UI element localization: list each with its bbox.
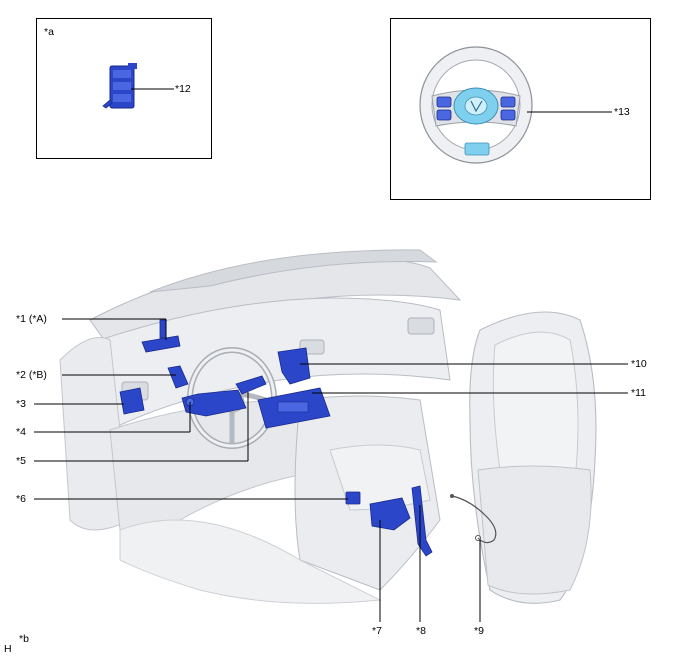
component-3 [119, 387, 145, 415]
component-9-cable [450, 494, 497, 544]
callout-1-label: *1 (*A) [16, 313, 47, 325]
callout-7-label: *7 [372, 625, 382, 637]
callout-9-label: *9 [474, 625, 484, 637]
footer-tag: *b [19, 633, 29, 645]
callout-8-label: *8 [416, 625, 426, 637]
footer-code: H [4, 643, 12, 655]
component-10 [277, 347, 311, 385]
component-6 [345, 491, 361, 505]
component-2 [167, 365, 189, 389]
control-unit-12 [102, 63, 137, 109]
component-11 [257, 387, 331, 429]
callout-10-label: *10 [631, 358, 647, 370]
callout-4-label: *4 [16, 426, 26, 438]
callout-11-label: *11 [631, 387, 646, 399]
callout-12-label: *12 [175, 83, 191, 95]
callout-3-label: *3 [16, 398, 26, 410]
callout-5-label: *5 [16, 455, 26, 467]
callout-6-label: *6 [16, 493, 26, 505]
callout-13-label: *13 [614, 106, 630, 118]
inset-left-tag: *a [44, 26, 54, 38]
component-8 [411, 485, 433, 557]
vehicle-interior [59, 249, 597, 604]
steering-wheel-13 [419, 46, 533, 164]
leader-lines [34, 318, 628, 622]
callout-2-label: *2 (*B) [16, 369, 47, 381]
